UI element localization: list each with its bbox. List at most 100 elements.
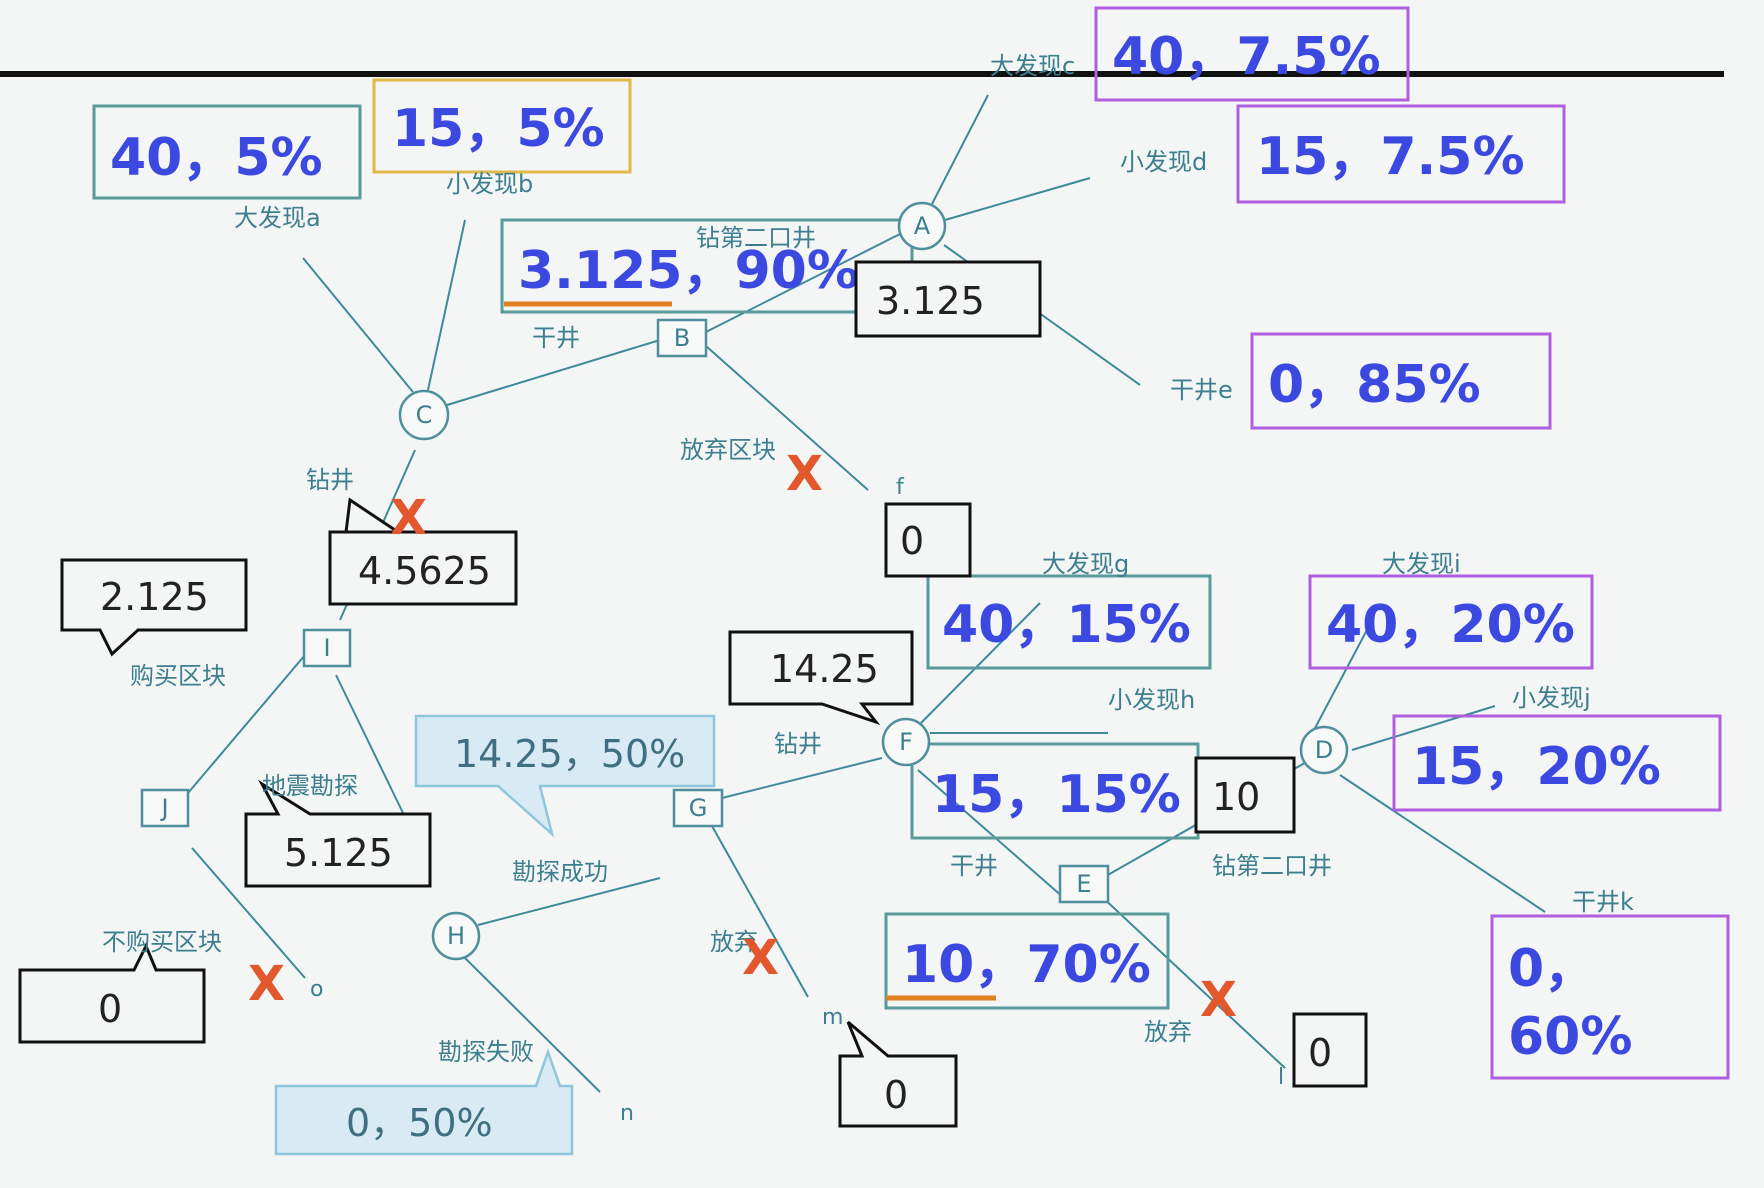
payoff-box-j xyxy=(1392,714,1722,812)
payoff-box-drill2-lower xyxy=(884,912,1170,1010)
node-C xyxy=(398,389,450,441)
payoff-text-i: 40，20% xyxy=(1326,595,1575,655)
payoff-text-k-line1: 0， xyxy=(1508,939,1596,999)
edge-F-g xyxy=(917,602,1041,727)
label-big-c: 大发现c xyxy=(990,52,1075,80)
label-small-j: 小发现j xyxy=(1512,684,1591,712)
edge-c-a xyxy=(302,257,414,393)
edge-D-j xyxy=(1351,705,1496,751)
node-B xyxy=(656,318,708,358)
label-survey-success: 勘探成功 xyxy=(512,858,608,886)
value-text-E: 10 xyxy=(1212,775,1260,819)
label-small-b: 小发现b xyxy=(446,170,533,198)
edge-c-b xyxy=(427,219,466,391)
x-mark-abandon-g: X xyxy=(742,930,779,986)
label-drill-upper: 钻井 xyxy=(306,466,354,494)
node-I xyxy=(302,628,352,668)
label-dry-lower: 干井 xyxy=(950,852,998,880)
edge-F-E xyxy=(917,769,1065,899)
label-dry-k: 干井k xyxy=(1572,888,1634,916)
label-drill-second-upper: 钻第二口井 xyxy=(696,224,816,252)
x-marks: X X X X X xyxy=(248,446,1237,1028)
value-callout-abandon-G xyxy=(838,1020,958,1128)
payoff-box-d xyxy=(1236,104,1566,204)
edge-B-f xyxy=(705,345,869,491)
label-drill-lower: 钻井 xyxy=(774,730,822,758)
payoff-box-c xyxy=(1094,6,1410,102)
edge-labels: 大发现a 小发现b 钻第二口井 大发现c 小发现d 干井e 干井 放弃区块 钻井… xyxy=(102,52,1634,1066)
leaf-letters: f l m n o xyxy=(310,475,1284,1126)
node-label-J: J xyxy=(159,794,168,822)
value-callouts: 3.125 0 4.5625 2.125 5.125 0 14.25 10 0 … xyxy=(18,260,1368,1128)
edge-A-c xyxy=(931,94,989,205)
callout-survey-fail-text: 0，50% xyxy=(346,1101,493,1145)
node-label-G: G xyxy=(689,794,708,822)
payoff-box-a xyxy=(92,104,362,200)
value-text-buy-block: 2.125 xyxy=(100,575,209,619)
label-abandon-e: 放弃 xyxy=(1144,1018,1192,1046)
node-label-F: F xyxy=(899,728,913,756)
leaf-l: l xyxy=(1278,1065,1284,1090)
payoff-text-g: 40，15% xyxy=(942,595,1191,655)
payoff-text-d: 15，7.5% xyxy=(1256,127,1525,187)
edge-B-A xyxy=(699,233,901,336)
node-J xyxy=(140,788,190,828)
nodes: A B C D E F G H I J xyxy=(140,201,1349,961)
value-callout-not-buy xyxy=(18,942,206,1044)
value-box-abandon-E xyxy=(1292,1012,1368,1088)
value-callout-buy-block xyxy=(60,558,248,657)
label-dry-e: 干井e xyxy=(1170,376,1233,404)
callout-survey-success-text: 14.25，50% xyxy=(454,732,685,776)
payoff-box-i xyxy=(1308,574,1594,670)
x-mark-abandon-e: X xyxy=(1200,972,1237,1028)
node-D xyxy=(1299,725,1349,775)
leaf-n: n xyxy=(620,1101,634,1126)
label-survey-fail: 勘探失败 xyxy=(438,1038,534,1066)
edge-H-n xyxy=(464,957,601,1093)
edge-E-l xyxy=(1099,894,1286,1069)
node-label-B: B xyxy=(674,324,690,352)
label-dry-upper: 干井 xyxy=(532,324,580,352)
label-drill-second-lower: 钻第二口井 xyxy=(1212,852,1332,880)
value-text-not-buy: 0 xyxy=(98,987,122,1031)
value-text-abandon-block: 0 xyxy=(900,519,924,563)
label-buy-block: 购买区块 xyxy=(130,662,226,690)
leaf-m: m xyxy=(822,1005,843,1030)
edges xyxy=(187,94,1546,1093)
node-H xyxy=(431,911,481,961)
node-A xyxy=(897,201,947,251)
edge-J-o xyxy=(191,847,306,979)
node-label-E: E xyxy=(1076,870,1091,898)
leaf-f: f xyxy=(896,475,905,500)
value-text-drill-C: 4.5625 xyxy=(358,549,491,593)
value-text-abandon-E: 0 xyxy=(1308,1031,1332,1075)
edge-c-B xyxy=(446,339,661,406)
payoff-text-k-line2: 60% xyxy=(1508,1007,1632,1067)
label-seismic: 地震勘探 xyxy=(262,772,358,800)
payoff-box-b xyxy=(372,78,632,174)
edge-A-d xyxy=(944,177,1091,221)
label-big-a: 大发现a xyxy=(234,204,321,232)
label-small-d: 小发现d xyxy=(1120,148,1207,176)
node-label-I: I xyxy=(323,634,330,662)
payoff-box-g xyxy=(926,574,1212,670)
node-label-D: D xyxy=(1315,736,1333,764)
x-mark-drill-upper: X xyxy=(390,490,427,546)
value-box-E xyxy=(1194,756,1296,834)
node-label-H: H xyxy=(447,922,465,950)
callout-survey-fail xyxy=(274,1048,574,1156)
leaf-o: o xyxy=(310,977,323,1002)
edge-H-G xyxy=(477,877,661,926)
callout-survey-success xyxy=(414,714,716,838)
payoff-text-drill2-upper: 3.125，90% xyxy=(518,241,859,301)
payoff-text-h: 15，15% xyxy=(932,765,1181,825)
value-text-survey: 5.125 xyxy=(284,831,393,875)
label-big-g: 大发现g xyxy=(1042,550,1129,578)
edge-D-i xyxy=(1313,627,1369,731)
x-mark-abandon-block: X xyxy=(786,446,823,502)
edge-D-k xyxy=(1339,774,1546,913)
value-text-A: 3.125 xyxy=(876,279,985,323)
value-callout-drill-F xyxy=(728,630,914,725)
label-big-i: 大发现i xyxy=(1382,550,1461,578)
